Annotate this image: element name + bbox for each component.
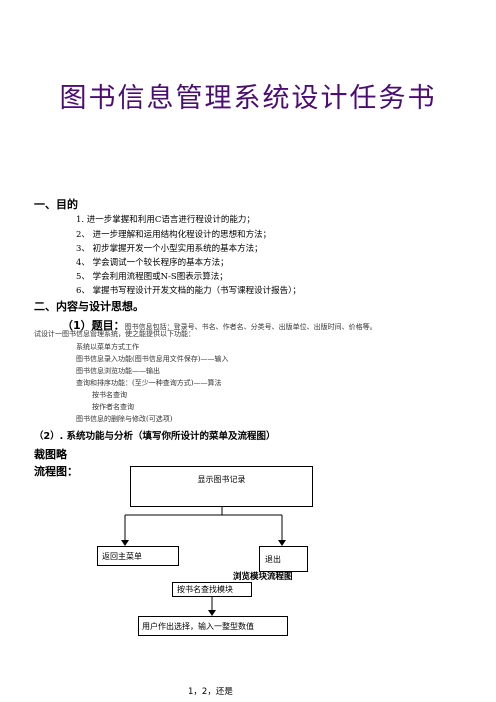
flowchart-label: 流程图： [34,465,78,478]
footer-text: 1，2，还是 [188,687,233,697]
document-title: 图书信息管理系统设计任务书 [59,83,437,114]
search-by-title-box: 按书名查找模块 [172,582,252,597]
flowchart-caption: 浏览模块流程图 [233,572,293,582]
feature-item: 图书信息浏览功能——输出 [76,367,160,375]
feature-item: 按书名查询 [92,391,127,399]
topic-description: 图书信息包括：登录号、书名、作者名、分类号、出版单位、出版时间、价格等。 [124,323,377,331]
feature-item: 查询和排序功能：(至少一种查询方式)——算法 [76,379,222,387]
feature-item: 按作者名查询 [92,403,134,411]
section-2-heading: 二、内容与设计思想。 [34,300,144,313]
exit-box: 退出 [259,546,308,572]
topic-label: （1）题目： [62,319,125,332]
feature-item: 图书信息的删除与修改(可选项) [76,415,173,423]
show-records-box: 显示图书记录 [130,466,313,507]
objective-item-1: 1. 进一步掌握和利用C语言进行程设计的能力； [76,215,255,225]
figure-omitted-note: 裁图略 [34,448,67,461]
topic-description-cont: 试设计一图书信息管理系统，使之能提供以下功能： [34,330,195,338]
objective-item-5: 5、 学会利用流程图或N-S图表示算法； [76,272,228,282]
topic-line: （1）题目：图书信息包括：登录号、书名、作者名、分类号、出版单位、出版时间、价格… [62,314,377,333]
objective-item-2: 2、 进一步理解和运用结构化程设计的思想和方法； [76,230,272,240]
feature-item: 系统以菜单方式工作 [76,343,139,351]
objective-item-3: 3、 初步掌握开发一个小型实用系统的基本方法； [76,244,263,254]
user-choice-box: 用户作出选择，输入一整型数值 [138,616,288,636]
section-1-heading: 一、目的 [34,198,78,211]
feature-item: 图书信息录入功能(图书信息用文件保存)——输入 [76,355,229,363]
function-analysis-heading: （2）. 系统功能与分析（填写你所设计的菜单及流程图） [34,431,276,442]
objective-item-4: 4、 学会调试一个较长程序的基本方法； [76,258,229,268]
objective-item-6: 6、 掌握书写程设计开发文档的能力（书写课程设计报告）； [76,286,301,296]
return-main-menu-box: 返回主菜单 [97,546,179,566]
